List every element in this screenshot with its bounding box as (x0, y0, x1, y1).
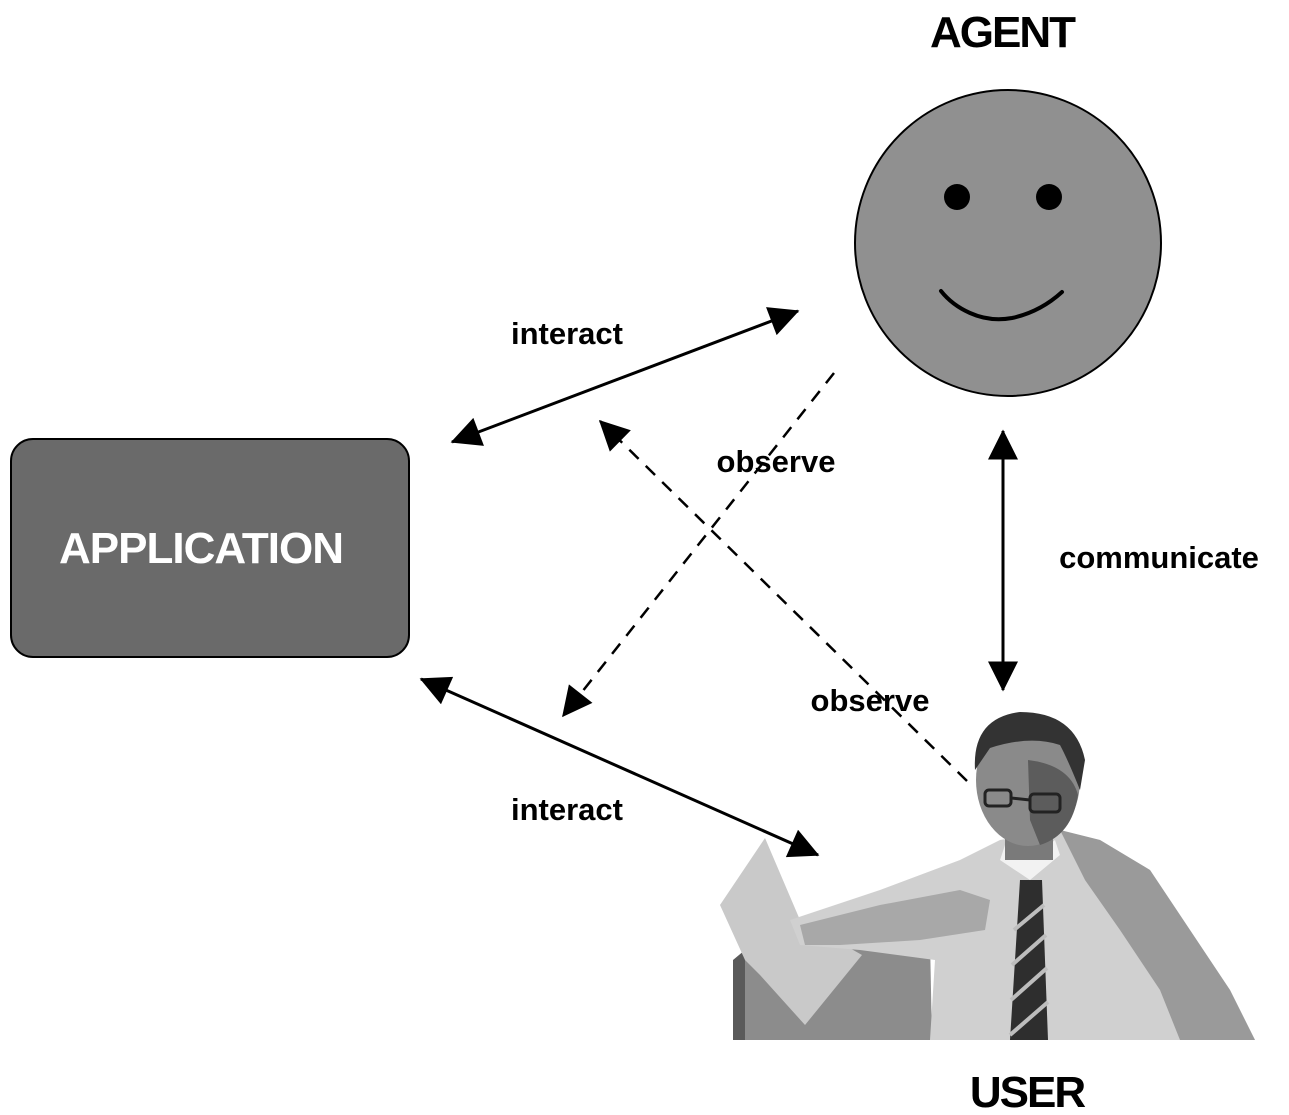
interact-label-bottom: interact (511, 792, 623, 827)
agent-node (854, 89, 1162, 397)
application-label: APPLICATION (59, 524, 343, 573)
tie (1010, 880, 1048, 1040)
paper-sheet (720, 838, 862, 1025)
user-hair (974, 712, 1085, 790)
application-box (10, 438, 410, 658)
smile-mouth (939, 289, 1064, 322)
glasses-icon (983, 788, 1062, 814)
communicate-label: communicate (1059, 540, 1259, 575)
computer-box-side (733, 950, 745, 1040)
observe-arrow-agent-app (562, 372, 835, 718)
right-eye (1036, 184, 1062, 210)
face-shadow (1028, 760, 1078, 845)
businessman-at-computer-icon (720, 712, 1255, 1040)
observe-label-bottom: observe (811, 683, 930, 718)
agent-label: AGENT (930, 8, 1076, 57)
user-label: USER (970, 1068, 1085, 1115)
interact-arrow-app-user (419, 676, 820, 858)
shirt-shading (1060, 830, 1255, 1040)
observe-arrow-user-agent (598, 419, 968, 782)
interact-label-top: interact (511, 316, 623, 351)
arm-shading (800, 890, 990, 945)
smiley-face-icon (854, 89, 1162, 397)
observe-label-top: observe (717, 444, 836, 479)
left-eye (944, 184, 970, 210)
interact-arrow-app-agent (450, 307, 800, 446)
application-node: APPLICATION (10, 438, 410, 658)
